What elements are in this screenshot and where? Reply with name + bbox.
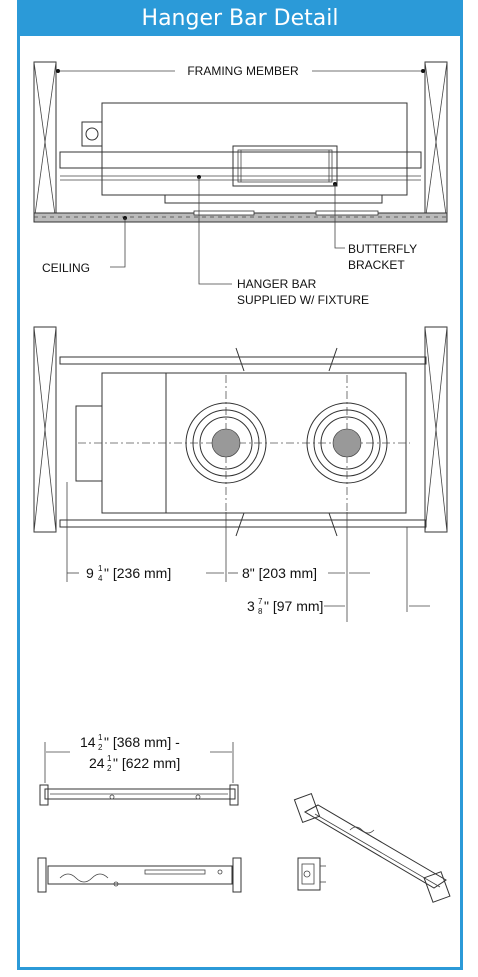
svg-text:8: 8 xyxy=(258,607,263,616)
ceiling-label: CEILING xyxy=(42,261,90,275)
framing-member-label: FRAMING MEMBER xyxy=(187,64,299,78)
svg-text:1: 1 xyxy=(98,733,103,742)
bar-length-line1: 14 xyxy=(80,734,96,750)
plan-view: 9 1 4 " [236 mm] 8" [203 mm] 3 7 8 " [97… xyxy=(33,326,448,622)
plan-left-framing-member xyxy=(33,326,57,533)
svg-text:1: 1 xyxy=(98,564,103,573)
plan-hanger-bar-top xyxy=(59,356,427,365)
aperture-right xyxy=(306,402,388,484)
svg-text:1: 1 xyxy=(107,754,112,763)
svg-text:" [97 mm]: " [97 mm] xyxy=(264,598,323,614)
hanger-bar-label: HANGER BAR xyxy=(237,277,317,291)
butterfly-bracket-detail xyxy=(297,857,326,891)
diagram-frame xyxy=(17,0,463,970)
hanger-bar-label-2: SUPPLIED W/ FIXTURE xyxy=(237,293,369,307)
dimension-3-7-8: 3 xyxy=(247,598,255,614)
ceiling xyxy=(33,210,448,223)
aperture-left xyxy=(185,402,267,484)
svg-text:7: 7 xyxy=(258,597,263,606)
page-title: Hanger Bar Detail xyxy=(17,0,463,36)
svg-text:" [622 mm]: " [622 mm] xyxy=(113,755,180,771)
svg-text:2: 2 xyxy=(107,764,112,773)
butterfly-bracket-label: BUTTERFLY xyxy=(348,242,417,256)
right-framing-member xyxy=(424,61,448,223)
left-framing-member xyxy=(33,61,57,223)
bar-length-line2: 24 xyxy=(89,755,105,771)
butterfly-bracket-label-2: BRACKET xyxy=(348,258,405,272)
plan-hanger-bar-bottom xyxy=(59,519,427,528)
plan-right-framing-member xyxy=(424,326,448,533)
dimension-9-1-4: 9 xyxy=(86,565,94,581)
fixture-housing xyxy=(81,102,408,204)
dimension-8: 8" [203 mm] xyxy=(242,565,317,581)
svg-text:4: 4 xyxy=(98,574,103,583)
svg-text:" [368 mm] -: " [368 mm] - xyxy=(104,734,180,750)
hanger-bar-top-view xyxy=(37,857,242,893)
hanger-bar-isometric xyxy=(293,793,451,903)
hanger-bar-side xyxy=(59,151,422,181)
bar-detail: 14 1 2 " [368 mm] - 24 1 2 " [622 mm] xyxy=(37,733,451,903)
butterfly-bracket xyxy=(232,145,338,187)
svg-text:2: 2 xyxy=(98,743,103,752)
hanger-bar-elevation xyxy=(39,784,239,806)
svg-text:" [236 mm]: " [236 mm] xyxy=(104,565,171,581)
side-view: FRAMING MEMBER xyxy=(33,61,448,307)
